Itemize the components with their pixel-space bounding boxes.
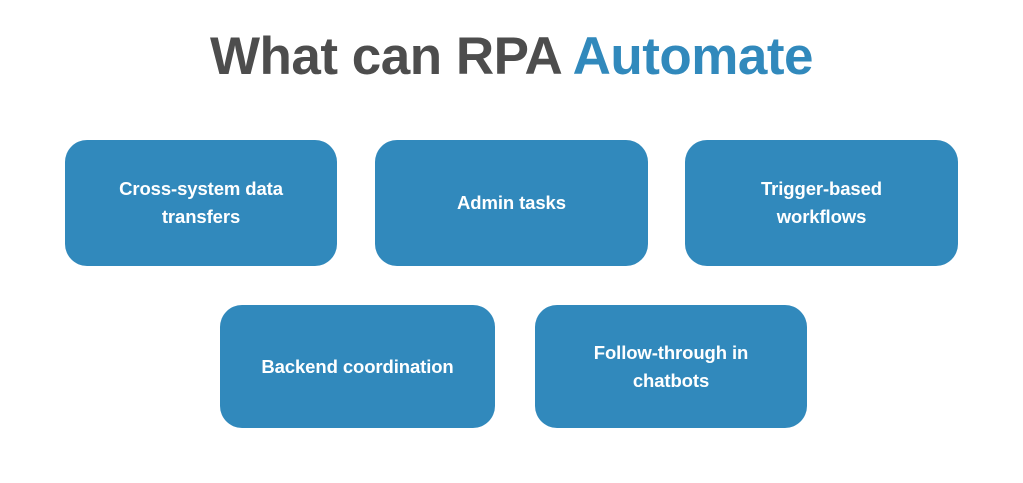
- card-label: Backend coordination: [261, 355, 454, 377]
- card-label: Follow-through in chatbots: [593, 341, 749, 391]
- card-cross-system-data-transfers[interactable]: Cross-system data transfers: [65, 140, 337, 266]
- card-backend-coordination[interactable]: Backend coordination: [220, 305, 495, 428]
- card-label: Admin tasks: [457, 192, 566, 213]
- page-title: What can RPA Automate: [0, 26, 1023, 88]
- card-label: Trigger-based workflows: [760, 178, 883, 227]
- card-trigger-based-workflows[interactable]: Trigger-based workflows: [685, 140, 958, 266]
- card-follow-through-in-chatbots[interactable]: Follow-through in chatbots: [535, 305, 807, 428]
- card-label: Cross-system data transfers: [119, 178, 283, 227]
- page-title-accent: Automate: [572, 27, 814, 86]
- page-title-main: What can RPA: [210, 27, 573, 86]
- card-admin-tasks[interactable]: Admin tasks: [375, 140, 648, 266]
